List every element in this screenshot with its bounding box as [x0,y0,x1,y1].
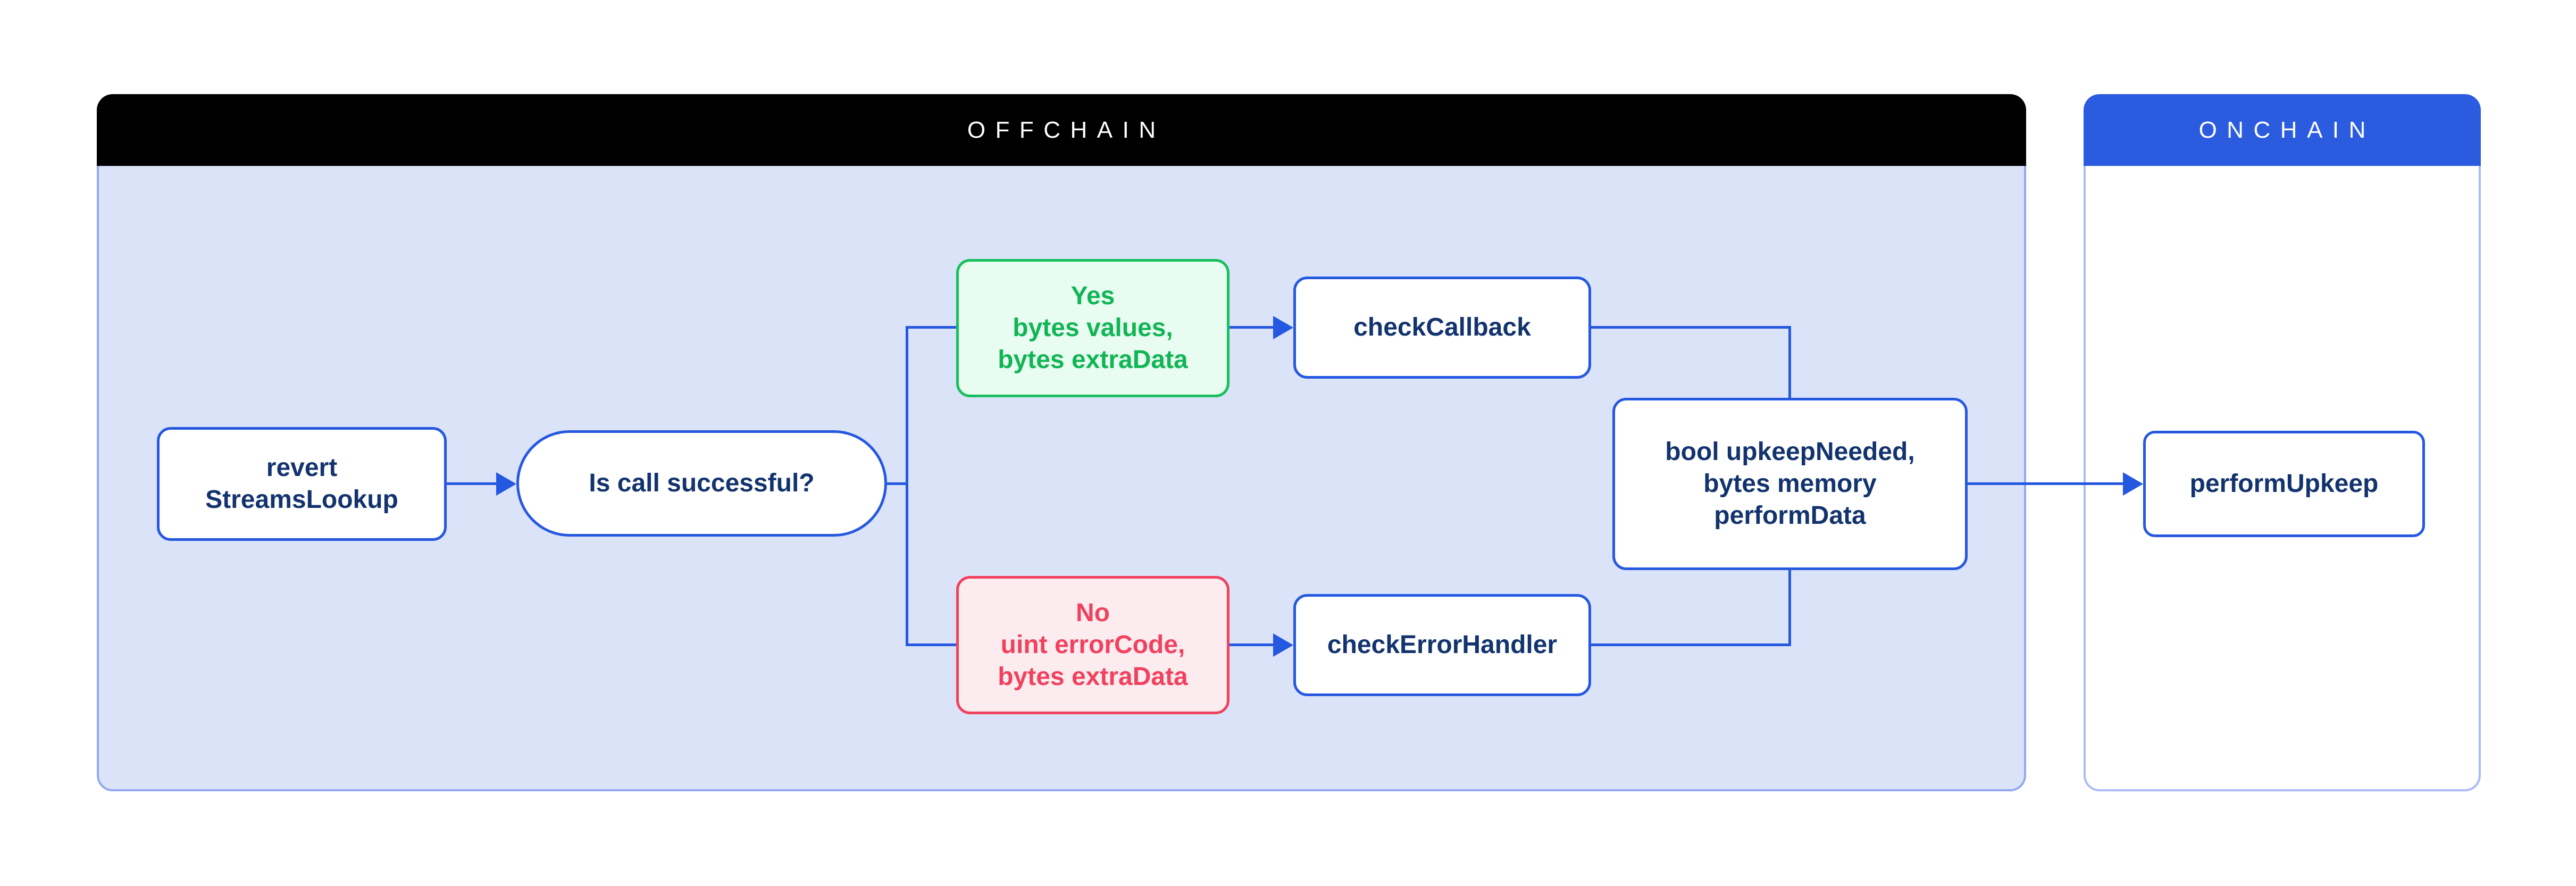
node-label: checkErrorHandler [1327,631,1558,659]
node-label: checkCallback [1353,313,1531,341]
onchain-panel-title: ONCHAIN [2198,116,2376,143]
node-line: revert [266,454,338,482]
node-line: performData [1714,501,1866,530]
connector-checkcallback-to-merge [1591,326,1791,329]
arrowhead-icon [1273,633,1293,657]
node-label: performUpkeep [2189,470,2379,498]
connector-branch-vertical [906,326,908,646]
node-label: Is call successful? [589,469,815,497]
offchain-panel-header: OFFCHAIN [97,94,2026,166]
onchain-panel-header: ONCHAIN [2084,94,2481,166]
connector-branch-to-no [906,643,956,646]
node-line: bytes memory [1703,470,1877,498]
node-revert-streamslookup: revert StreamsLookup [157,427,447,541]
node-perform-upkeep: performUpkeep [2143,431,2425,537]
connector-decision-to-branch [887,482,908,485]
node-check-callback: checkCallback [1293,277,1591,379]
node-line: Yes [1070,282,1115,310]
node-upkeep-result: bool upkeepNeeded, bytes memory performD… [1612,398,1968,570]
connector-branch-to-yes [906,326,956,329]
node-line: uint errorCode, [1000,631,1185,659]
arrowhead-icon [496,472,516,496]
connector-revert-to-decision [447,482,497,485]
arrowhead-icon [1273,316,1293,339]
node-line: bytes values, [1013,314,1173,342]
connector-merge-top-vertical [1788,326,1791,399]
node-no-branch: No uint errorCode, bytes extraData [956,576,1230,714]
node-line: bytes extraData [998,663,1188,691]
node-yes-branch: Yes bytes values, bytes extraData [956,259,1230,397]
connector-result-to-performupkeep [1968,482,2124,485]
node-is-call-successful: Is call successful? [516,430,887,537]
arrowhead-icon [2123,472,2143,496]
node-check-error-handler: checkErrorHandler [1293,594,1591,696]
connector-checkerrorhandler-to-merge [1591,643,1791,646]
node-line: No [1076,599,1110,627]
node-line: bytes extraData [998,346,1188,374]
connector-merge-bottom-vertical [1788,569,1791,646]
node-line: bool upkeepNeeded, [1665,438,1915,466]
offchain-panel-title: OFFCHAIN [967,116,1166,143]
connector-no-to-checkerrorhandler [1230,643,1274,646]
connector-yes-to-checkcallback [1230,326,1274,329]
node-line: StreamsLookup [205,486,398,514]
